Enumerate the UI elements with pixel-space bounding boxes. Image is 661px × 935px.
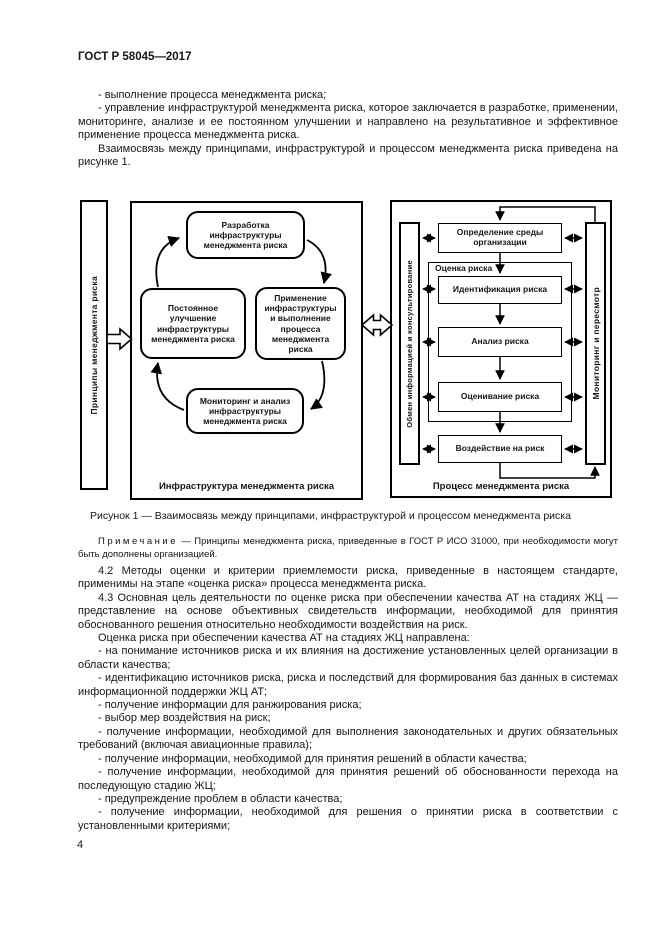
paragraph: - выполнение процесса менеджмента риска; <box>98 89 327 101</box>
principles-to-infrastructure-arrow <box>106 327 133 351</box>
figure-caption: Рисунок 1 — Взаимосвязь между принципами… <box>90 510 571 522</box>
page-header: ГОСТ Р 58045—2017 <box>78 51 192 63</box>
paragraph: Оценка риска при обеспечении качества АТ… <box>98 632 470 645</box>
page-number: 4 <box>77 839 84 851</box>
paragraph: - на понимание источников риска и их вли… <box>78 645 618 671</box>
evaluation-box: Оценивание риска <box>438 382 562 412</box>
paragraph: 4.2 Методы оценки и критерии приемлемост… <box>78 565 618 591</box>
paragraph: Взаимосвязь между принципами, инфраструк… <box>78 142 618 169</box>
paragraph: - получение информации, необходимой для … <box>78 725 618 752</box>
treatment-box: Воздействие на риск <box>438 435 562 463</box>
communication-bar: Обмен информацией и консультирование <box>399 222 420 465</box>
paragraph: - предупреждение проблем в области качес… <box>98 792 343 805</box>
monitor-infrastructure-box: Мониторинг и анализ инфраструктуры менед… <box>186 388 304 434</box>
paragraph: - получение информации, необходимой для … <box>78 766 618 792</box>
improve-infrastructure-box: Постоянное улучшение инфраструктуры мене… <box>140 288 246 359</box>
infrastructure-title: Инфраструктура менеджмента риска <box>158 481 335 492</box>
paragraph: 4.3 Основная цель деятельности по оценке… <box>78 591 618 631</box>
paragraph: - получение информации для ранжирования … <box>98 699 362 712</box>
monitoring-review-bar-label: Мониторинг и пересмотр <box>590 287 601 400</box>
paragraph: - получение информации, необходимой для … <box>78 806 618 832</box>
develop-infrastructure-box: Разработка инфраструктуры менеджмента ри… <box>186 211 305 259</box>
paragraph: - управление инфраструктурой менеджмента… <box>78 102 618 142</box>
paragraph: - получение информации, необходимой для … <box>98 752 527 765</box>
apply-infrastructure-box: Применение инфраструктуры и выполнение п… <box>255 287 346 360</box>
figure-note: Примечание — Принципы менеджмента риска,… <box>78 536 618 562</box>
paragraph: - идентификацию источников риска, риска … <box>78 672 618 698</box>
process-title: Процесс менеджмента риска <box>432 481 570 492</box>
body-text: 4.2 Методы оценки и критерии приемлемост… <box>78 565 618 833</box>
intro-text: - выполнение процесса менеджмента риска;… <box>78 89 618 169</box>
note-text: — Принципы менеджмента риска, приведенны… <box>78 536 618 560</box>
context-box: Определение среды организации <box>438 223 562 253</box>
principles-bar-label: Принципы менеджмента риска <box>89 275 99 415</box>
communication-bar-label: Обмен информацией и консультирование <box>405 259 414 428</box>
risk-assessment-label: Оценка риска <box>433 263 495 273</box>
analysis-box: Анализ риска <box>438 327 562 357</box>
note-label: Примечание <box>98 536 178 547</box>
paragraph: - выбор мер воздействия на риск; <box>98 712 271 725</box>
infrastructure-process-double-arrow <box>360 313 394 337</box>
monitoring-review-bar: Мониторинг и пересмотр <box>585 222 606 465</box>
principles-bar: Принципы менеджмента риска <box>80 200 108 490</box>
identification-box: Идентификация риска <box>438 276 562 304</box>
